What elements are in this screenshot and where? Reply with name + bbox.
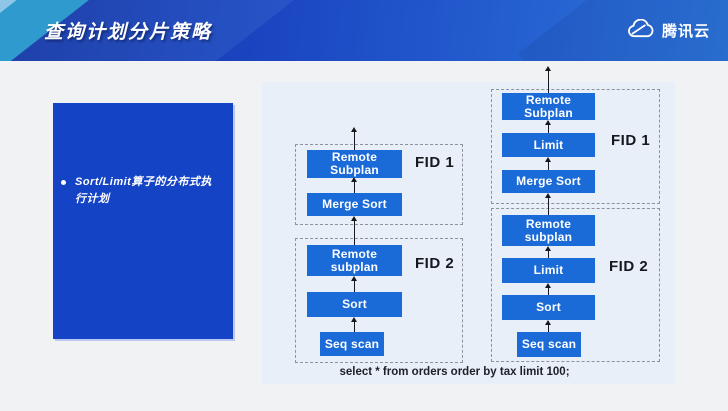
fragment-label: FID 1 (415, 154, 455, 171)
arrow-up-icon (350, 317, 359, 332)
arrow-up-icon (544, 66, 553, 93)
fragment-box-fid2 (295, 238, 463, 363)
brand-name: 腾讯云 (661, 22, 710, 40)
plan-node: Remote subplan (307, 245, 402, 276)
plan-node: Remote Subplan (307, 150, 402, 178)
plan-node: Seq scan (320, 332, 384, 356)
brand-lockup: 腾讯云 (625, 19, 710, 41)
plan-node: Seq scan (517, 332, 581, 357)
fragment-label: FID 2 (415, 255, 455, 272)
bullet-item: Sort/Limit算子的分布式执行计划 (61, 174, 219, 208)
fragment-label: FID 2 (609, 258, 649, 275)
plan-node: Limit (502, 258, 595, 283)
arrow-up-icon (544, 120, 553, 133)
key-point-card: Sort/Limit算子的分布式执行计划 (53, 103, 233, 339)
arrow-up-icon (544, 157, 553, 170)
fragment-box-fid2 (491, 208, 660, 362)
plan-node: Merge Sort (502, 170, 595, 193)
bullet-text: Sort/Limit算子的分布式执行计划 (75, 176, 212, 205)
arrow-up-icon (350, 127, 359, 150)
arrow-up-icon (544, 193, 553, 215)
plan-node: Sort (502, 295, 595, 320)
bullet-dot-icon (61, 180, 66, 185)
tencent-cloud-logo-icon (628, 19, 654, 38)
plan-node: Sort (307, 292, 402, 317)
sql-caption: select * from orders order by tax limit … (339, 366, 570, 378)
plan-node: Remote subplan (502, 215, 595, 246)
slide-header: 查询计划分片策略 腾讯云 (0, 0, 728, 61)
plan-node: Merge Sort (307, 193, 402, 216)
arrow-up-icon (544, 283, 553, 295)
fragment-box-fid1 (491, 89, 660, 204)
arrow-up-icon (350, 276, 359, 292)
plan-node: Limit (502, 133, 595, 157)
arrow-up-icon (544, 320, 553, 332)
diagram-panel: Remote Subplan Merge Sort FID 1 Remote s… (262, 66, 675, 384)
page-title: 查询计划分片策略 (44, 22, 213, 43)
arrow-up-icon (350, 177, 359, 193)
plan-node: Remote Subplan (502, 93, 595, 120)
arrow-up-icon (544, 246, 553, 258)
fragment-label: FID 1 (611, 132, 651, 149)
arrow-up-icon (350, 216, 359, 245)
fragment-box-fid1 (295, 144, 463, 225)
